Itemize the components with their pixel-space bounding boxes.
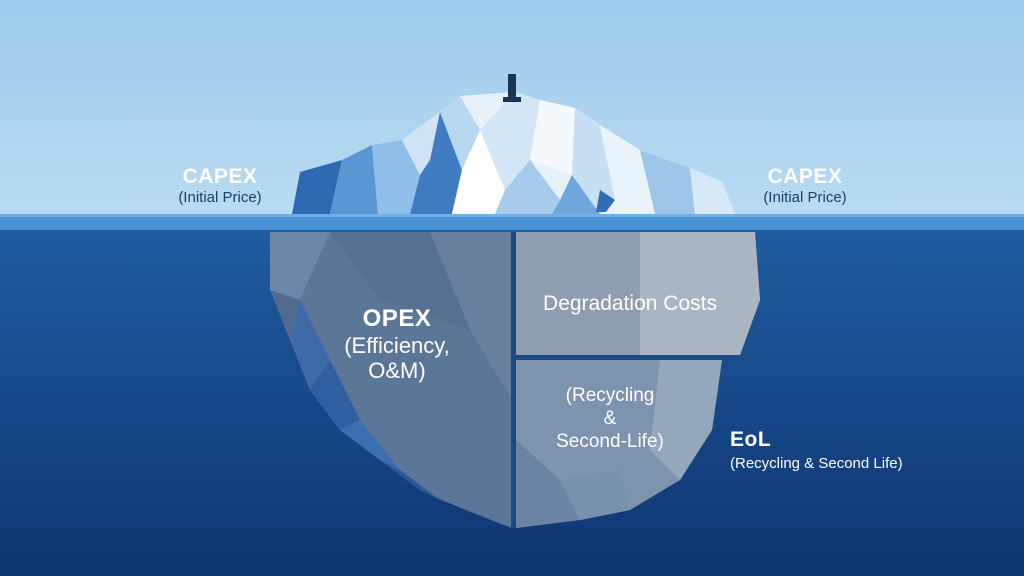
recycling-line2: & bbox=[603, 407, 617, 429]
recycling-line3: Second-Life) bbox=[556, 430, 664, 452]
eol-subtitle: (Recycling & Second Life) bbox=[730, 455, 903, 473]
opex-line1: (Efficiency, bbox=[344, 332, 450, 358]
capex-right-title: CAPEX bbox=[767, 165, 843, 188]
capex-right-label: CAPEX (Initial Price) bbox=[735, 165, 875, 206]
capex-left-label: CAPEX (Initial Price) bbox=[150, 165, 290, 206]
opex-title: OPEX bbox=[362, 305, 432, 332]
iceberg-submerged bbox=[270, 232, 760, 528]
capex-left-title: CAPEX bbox=[182, 165, 258, 188]
flag-post-icon bbox=[503, 74, 521, 102]
eol-label: EoL (Recycling & Second Life) bbox=[730, 428, 950, 472]
opex-label: OPEX (Efficiency, O&M) bbox=[322, 305, 472, 383]
eol-title: EoL bbox=[730, 428, 772, 451]
capex-left-subtitle: (Initial Price) bbox=[178, 189, 262, 207]
waterline bbox=[0, 214, 1024, 230]
recycling-line1: (Recycling bbox=[565, 385, 655, 406]
opex-line2: O&M) bbox=[368, 357, 426, 383]
recycling-block-label: (Recycling & Second-Life) bbox=[520, 385, 700, 453]
iceberg-tip bbox=[292, 92, 735, 214]
degradation-label: Degradation Costs bbox=[543, 292, 717, 315]
capex-right-subtitle: (Initial Price) bbox=[763, 189, 847, 207]
